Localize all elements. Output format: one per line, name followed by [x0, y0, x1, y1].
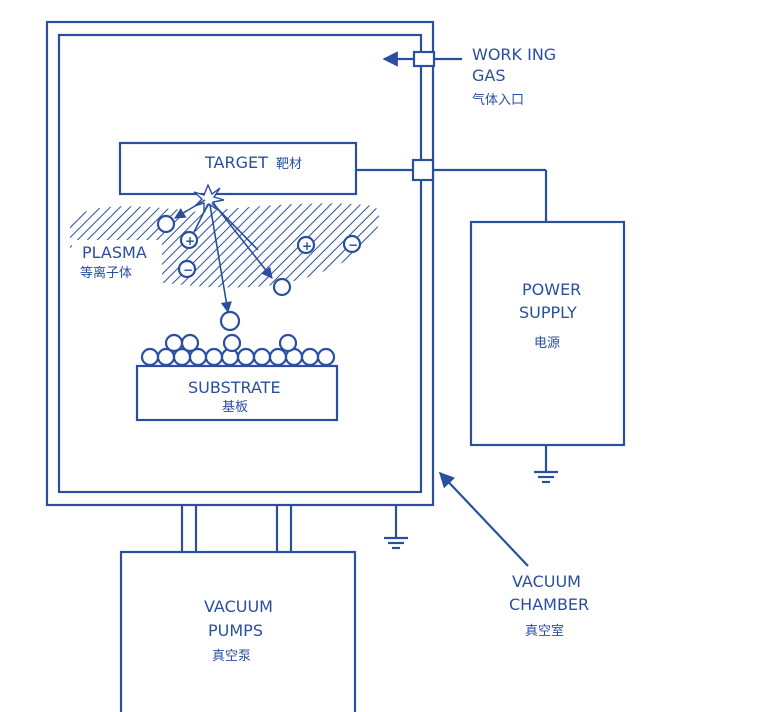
vacuum-chamber-label: VACUUM: [512, 572, 581, 591]
working-gas-label: WORK ING: [472, 45, 556, 64]
power-supply-label-2: SUPPLY: [519, 303, 577, 322]
vacuum-pumps-label-2: PUMPS: [208, 621, 263, 640]
positive-ion-sign: +: [302, 239, 312, 253]
particle-trajectories: [174, 199, 273, 314]
vacuum-chamber-label-cn: 真空室: [525, 623, 564, 639]
vacuum-chamber-label-2: CHAMBER: [509, 595, 589, 614]
positive-ion: [179, 230, 199, 250]
substrate: SUBSTRATE 基板: [135, 364, 339, 422]
substrate-label: SUBSTRATE: [188, 378, 281, 397]
vacuum-pumps: VACUUM PUMPS 真空泵: [119, 550, 357, 712]
positive-ion: [296, 235, 316, 255]
negative-ion-sign: −: [348, 238, 358, 252]
power-supply-label: POWER: [522, 280, 581, 299]
working-gas-label-cn: 气体入口: [472, 92, 524, 108]
plasma-label-cn: 等离子体: [80, 265, 132, 281]
target-label-cn: 靶材: [276, 157, 302, 172]
positive-ion-sign: +: [185, 234, 195, 248]
working-gas-inlet: [382, 50, 462, 68]
sputtered-atom: [219, 310, 241, 332]
ground-icon: [384, 505, 408, 550]
substrate-label-cn: 基板: [222, 400, 248, 415]
chamber-callout-arrow: [438, 471, 529, 567]
target: TARGET 靶材: [118, 141, 358, 196]
plasma-label: PLASMA: [82, 243, 147, 262]
power-supply-label-cn: 电源: [534, 336, 560, 351]
plasma-label-bg: [72, 240, 162, 282]
sputtered-atom: [156, 214, 176, 234]
sputtered-atom: [272, 277, 292, 297]
negative-ion: [342, 234, 362, 254]
ground-icon: [534, 445, 558, 484]
impact-star: [193, 183, 225, 215]
negative-ion: [177, 259, 197, 279]
particles: + + − −: [156, 214, 362, 332]
pump-connection: [180, 505, 293, 552]
negative-ion-sign: −: [183, 263, 193, 277]
deposited-atoms: [140, 333, 336, 367]
vacuum-pumps-label-cn: 真空泵: [212, 649, 251, 664]
power-connection: [356, 158, 548, 222]
target-label: TARGET: [204, 153, 268, 172]
working-gas-label-2: GAS: [472, 66, 506, 85]
vacuum-pumps-label: VACUUM: [204, 597, 273, 616]
power-supply: POWER SUPPLY 电源: [469, 220, 626, 447]
